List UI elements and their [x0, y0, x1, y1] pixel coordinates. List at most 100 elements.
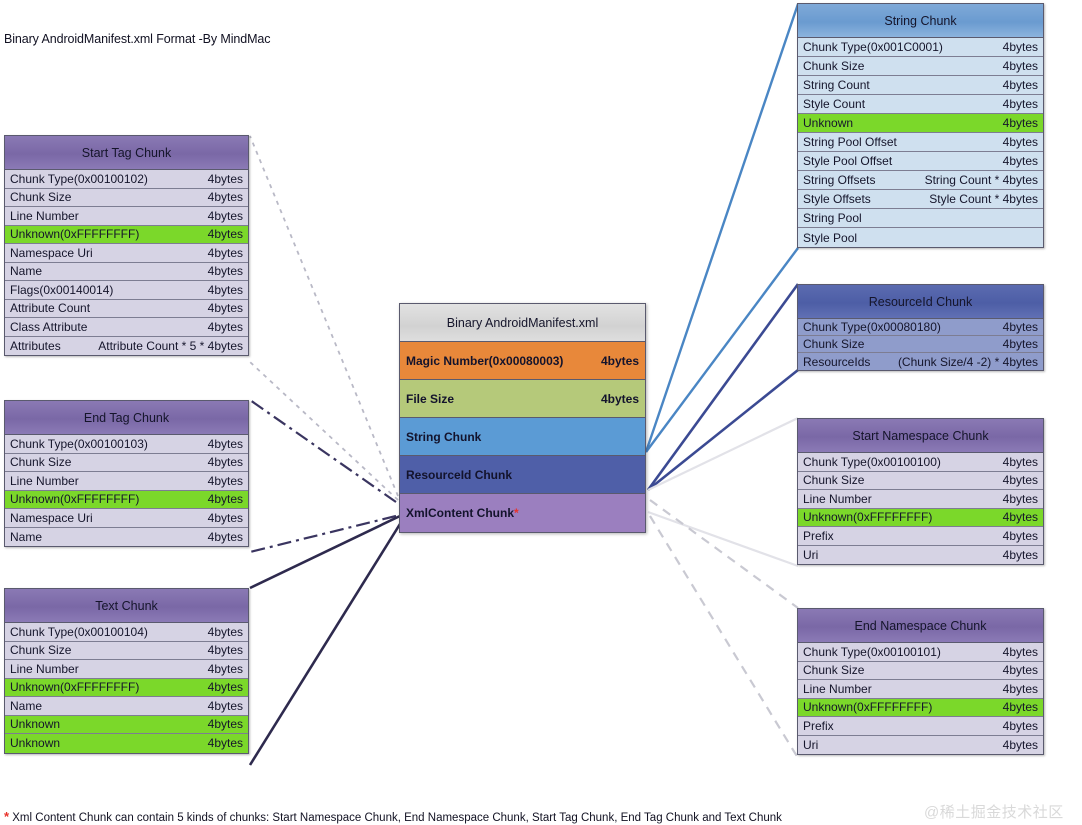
- table-row[interactable]: Prefix 4bytes: [798, 527, 1043, 546]
- table-row[interactable]: String Count 4bytes: [798, 76, 1043, 95]
- row-size: 4bytes: [1002, 718, 1038, 733]
- row-size: 4bytes: [207, 171, 243, 186]
- main-row-xmlcontent-chunk[interactable]: XmlContent Chunk*: [400, 494, 645, 532]
- row-label: Name: [10, 264, 43, 279]
- table-row[interactable]: Chunk Type(0x001C0001) 4bytes: [798, 38, 1043, 57]
- main-row-magic-number[interactable]: Magic Number(0x00080003) 4bytes: [400, 342, 645, 380]
- table-row[interactable]: Chunk Type(0x00100100) 4bytes: [798, 453, 1043, 472]
- row-label: Unknown: [10, 717, 61, 732]
- table-row-highlighted[interactable]: Unknown 4bytes: [5, 734, 248, 753]
- row-size: 4bytes: [1002, 59, 1038, 73]
- row-label: Uri: [803, 737, 819, 752]
- row-size: 4bytes: [1002, 510, 1038, 525]
- table-row-highlighted[interactable]: Unknown(0xFFFFFFFF) 4bytes: [5, 490, 248, 509]
- table-resourceid-chunk-title: ResourceId Chunk: [798, 285, 1043, 319]
- row-size: 4bytes: [207, 529, 243, 544]
- row-size: 4bytes: [1002, 337, 1038, 351]
- table-row-highlighted[interactable]: Unknown(0xFFFFFFFF) 4bytes: [5, 678, 248, 697]
- row-size: (Chunk Size/4 -2) * 4bytes: [897, 354, 1038, 369]
- table-row[interactable]: Line Number 4bytes: [798, 680, 1043, 699]
- table-string-chunk: String Chunk Chunk Type(0x001C0001) 4byt…: [797, 3, 1044, 248]
- table-row[interactable]: Uri 4bytes: [798, 735, 1043, 754]
- row-label: Namespace Uri: [10, 510, 93, 525]
- table-row[interactable]: Chunk Size 4bytes: [5, 188, 248, 207]
- row-size: 4bytes: [1002, 644, 1038, 659]
- table-row[interactable]: Chunk Type(0x00100102) 4bytes: [5, 170, 248, 189]
- row-label: Style Pool: [803, 230, 858, 245]
- row-size: 4bytes: [207, 643, 243, 658]
- table-row[interactable]: Line Number 4bytes: [5, 472, 248, 491]
- table-row[interactable]: Chunk Size 4bytes: [798, 471, 1043, 490]
- table-row[interactable]: Class Attribute 4bytes: [5, 318, 248, 337]
- table-row[interactable]: Chunk Type(0x00100103) 4bytes: [5, 435, 248, 454]
- table-row[interactable]: Style Pool: [798, 228, 1043, 247]
- table-end-tag-chunk-title: End Tag Chunk: [5, 401, 248, 435]
- table-row[interactable]: Chunk Size 4bytes: [798, 57, 1043, 76]
- table-row-highlighted[interactable]: Unknown 4bytes: [5, 715, 248, 734]
- table-row[interactable]: String Pool: [798, 209, 1043, 228]
- table-row[interactable]: Chunk Type(0x00080180) 4bytes: [798, 319, 1043, 336]
- table-row[interactable]: Style Pool Offset 4bytes: [798, 152, 1043, 171]
- row-label: Attributes: [10, 338, 61, 353]
- table-row-highlighted[interactable]: Unknown(0xFFFFFFFF) 4bytes: [798, 698, 1043, 717]
- table-row[interactable]: Name 4bytes: [5, 697, 248, 716]
- row-size: 4bytes: [207, 190, 243, 205]
- row-size: 4bytes: [207, 680, 243, 695]
- table-row-highlighted[interactable]: Unknown 4bytes: [798, 114, 1043, 133]
- row-label: String Offsets: [803, 173, 876, 187]
- table-row[interactable]: Line Number 4bytes: [5, 660, 248, 679]
- row-size: String Count * 4bytes: [924, 173, 1038, 187]
- table-row[interactable]: Attributes Attribute Count * 5 * 4bytes: [5, 336, 248, 355]
- row-label: Chunk Size: [803, 663, 865, 678]
- table-row[interactable]: Chunk Type(0x00100101) 4bytes: [798, 643, 1043, 662]
- main-row-xmlcontent-chunk-label: XmlContent Chunk: [406, 506, 514, 520]
- table-row[interactable]: Chunk Size 4bytes: [798, 336, 1043, 353]
- row-size: 4bytes: [1002, 320, 1038, 334]
- row-label: Chunk Size: [803, 59, 865, 73]
- table-row[interactable]: Style Count 4bytes: [798, 95, 1043, 114]
- table-row[interactable]: Style Offsets Style Count * 4bytes: [798, 190, 1043, 209]
- row-label: Chunk Type(0x00080180): [803, 320, 941, 334]
- table-text-chunk-title: Text Chunk: [5, 589, 248, 623]
- table-row[interactable]: Attribute Count 4bytes: [5, 299, 248, 318]
- table-row[interactable]: Namespace Uri 4bytes: [5, 244, 248, 263]
- table-row[interactable]: ResourceIds (Chunk Size/4 -2) * 4bytes: [798, 353, 1043, 370]
- table-row[interactable]: Uri 4bytes: [798, 545, 1043, 564]
- row-size: 4bytes: [1002, 154, 1038, 168]
- page-title: Binary AndroidManifest.xml Format -By Mi…: [4, 32, 271, 46]
- table-row[interactable]: Name 4bytes: [5, 262, 248, 281]
- main-row-file-size-size: 4bytes: [600, 391, 639, 406]
- table-row[interactable]: Line Number 4bytes: [798, 490, 1043, 509]
- table-row[interactable]: Chunk Type(0x00100104) 4bytes: [5, 623, 248, 642]
- row-label: Name: [10, 698, 43, 713]
- row-label: String Count: [803, 78, 870, 92]
- row-label: Unknown(0xFFFFFFFF): [10, 227, 140, 242]
- table-start-tag-chunk: Start Tag Chunk Chunk Type(0x00100102) 4…: [4, 135, 249, 356]
- table-row[interactable]: String Offsets String Count * 4bytes: [798, 171, 1043, 190]
- table-row[interactable]: Chunk Size 4bytes: [798, 661, 1043, 680]
- row-size: 4bytes: [207, 301, 243, 316]
- table-row[interactable]: Chunk Size 4bytes: [5, 453, 248, 472]
- row-size: 4bytes: [207, 436, 243, 451]
- row-label: Unknown: [803, 116, 854, 130]
- table-row[interactable]: Name 4bytes: [5, 527, 248, 546]
- table-row[interactable]: Namespace Uri 4bytes: [5, 509, 248, 528]
- row-size: 4bytes: [207, 473, 243, 488]
- row-label: Chunk Size: [10, 643, 72, 658]
- row-size: 4bytes: [207, 510, 243, 525]
- row-label: Chunk Size: [10, 190, 72, 205]
- table-row-highlighted[interactable]: Unknown(0xFFFFFFFF) 4bytes: [798, 508, 1043, 527]
- table-row[interactable]: Chunk Size 4bytes: [5, 641, 248, 660]
- table-row[interactable]: Prefix 4bytes: [798, 717, 1043, 736]
- table-row[interactable]: Flags(0x00140014) 4bytes: [5, 281, 248, 300]
- row-label: Flags(0x00140014): [10, 282, 114, 297]
- row-size: 4bytes: [1002, 78, 1038, 92]
- table-row[interactable]: String Pool Offset 4bytes: [798, 133, 1043, 152]
- row-label: Style Offsets: [803, 192, 871, 206]
- table-row-highlighted[interactable]: Unknown(0xFFFFFFFF) 4bytes: [5, 225, 248, 244]
- main-row-string-chunk[interactable]: String Chunk: [400, 418, 645, 456]
- main-row-resourceid-chunk[interactable]: ResourceId Chunk: [400, 456, 645, 494]
- table-row[interactable]: Line Number 4bytes: [5, 207, 248, 226]
- main-row-file-size[interactable]: File Size 4bytes: [400, 380, 645, 418]
- row-size: 4bytes: [1002, 547, 1038, 562]
